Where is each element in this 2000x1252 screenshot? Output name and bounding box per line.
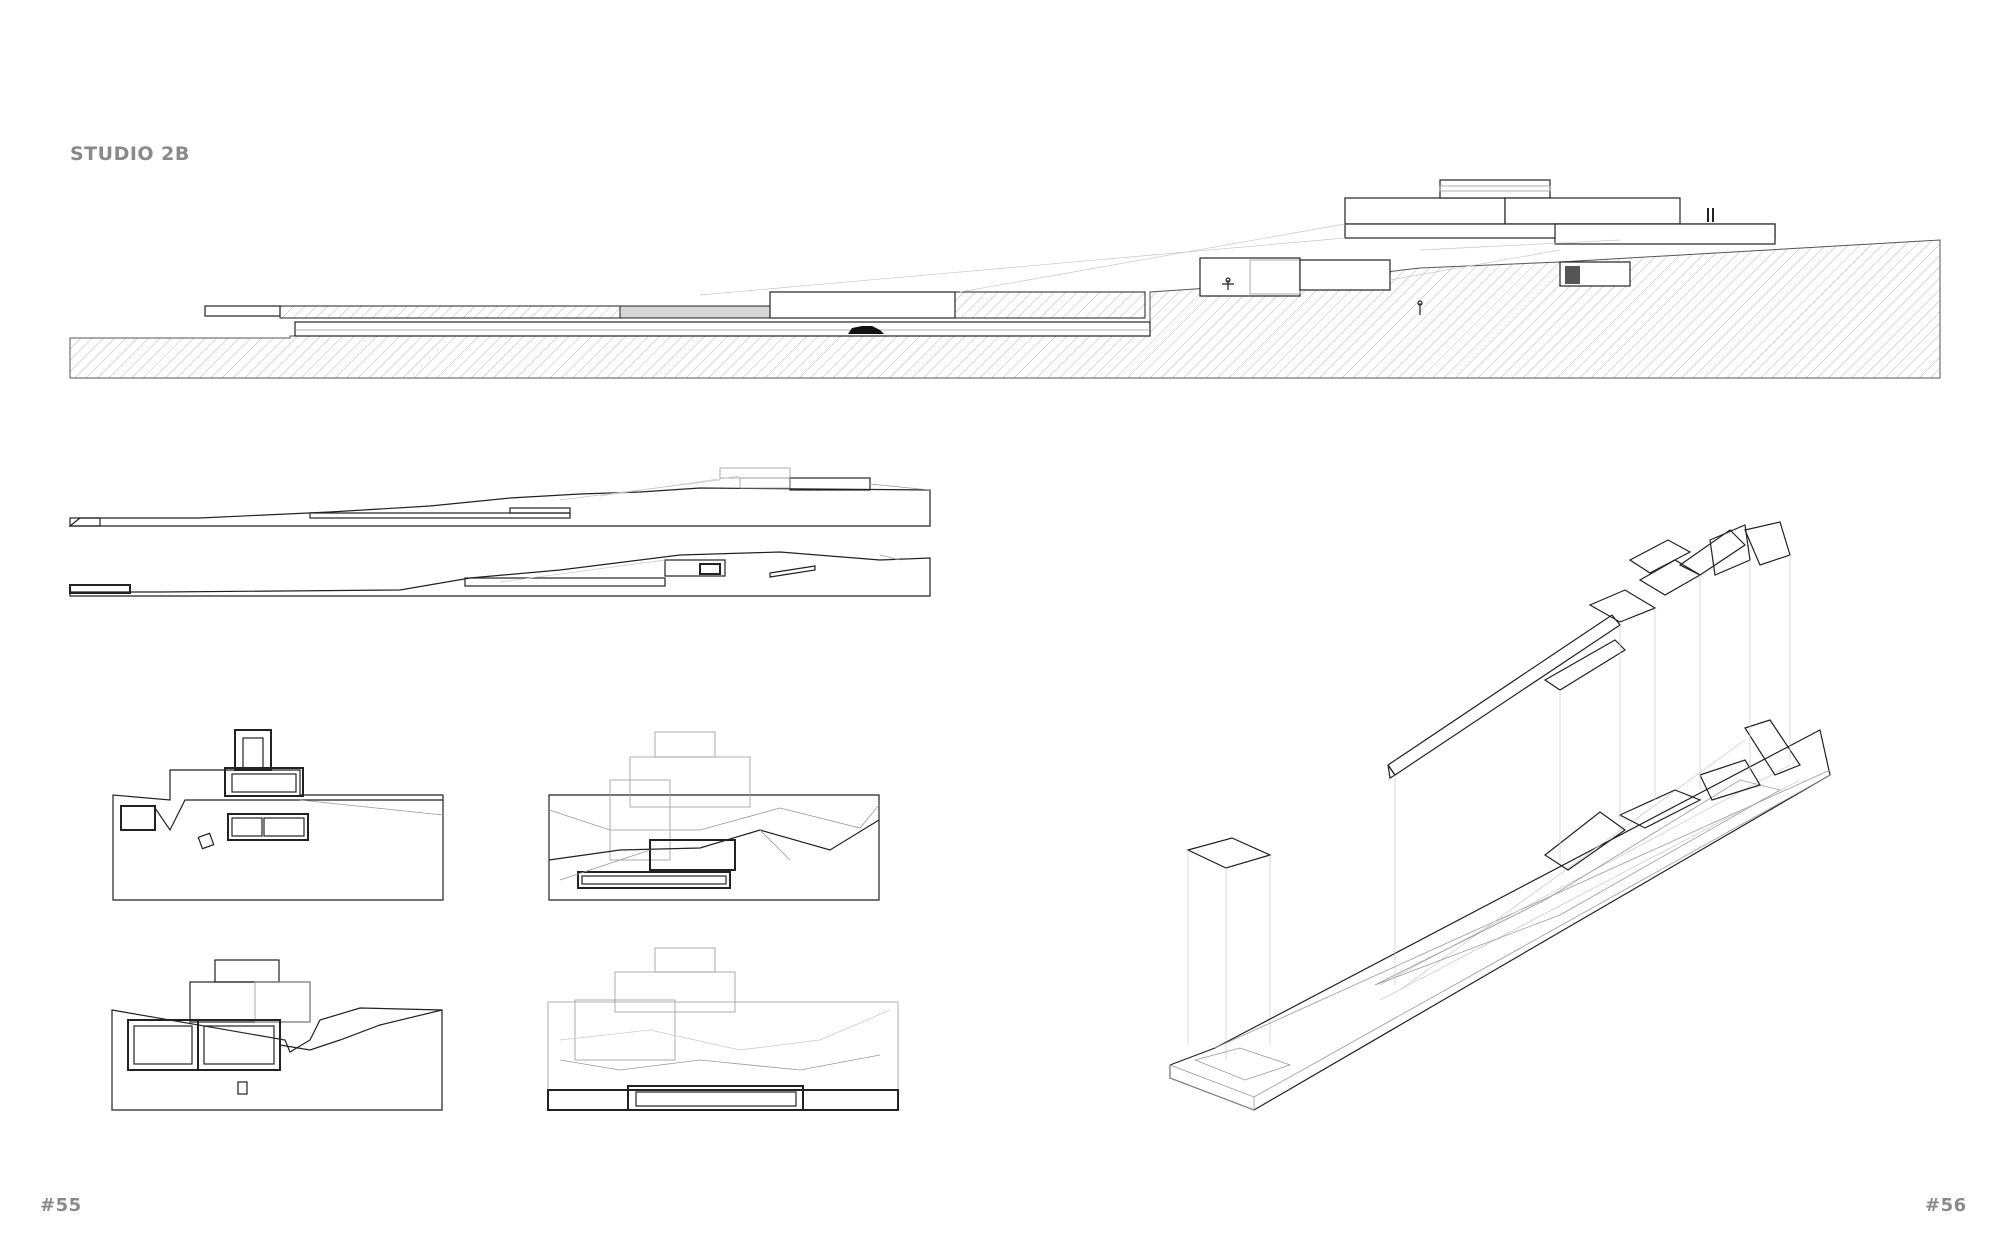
figure-icon	[1707, 208, 1714, 222]
cross-section-c	[111, 959, 443, 1111]
car-icon	[848, 326, 884, 334]
site-elevation-lower	[69, 551, 931, 597]
figure-icon	[1222, 277, 1234, 290]
cross-section-d	[547, 947, 899, 1111]
cross-section-a	[112, 729, 444, 901]
exploded-axonometric	[1169, 521, 1831, 1111]
figure-icon	[1417, 300, 1423, 315]
page-number-left: #55	[40, 1195, 82, 1216]
studio-title: STUDIO 2B	[70, 143, 190, 165]
site-elevation-upper	[68, 467, 931, 527]
cross-section-b	[548, 731, 880, 901]
long-section	[69, 179, 1941, 379]
page-number-right: #56	[1925, 1195, 1967, 1216]
